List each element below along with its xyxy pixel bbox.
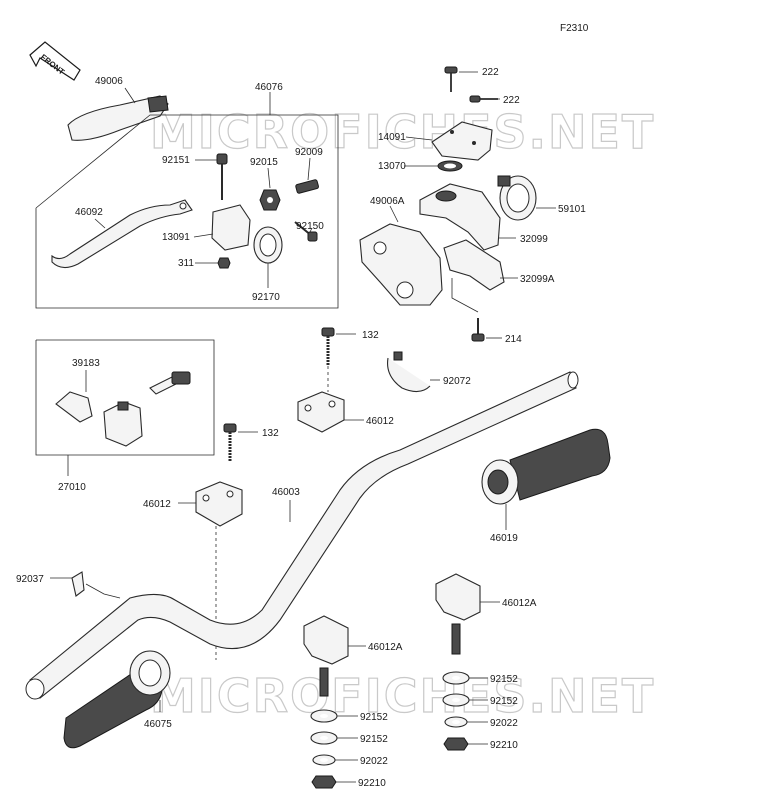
bolt-132a-part	[321, 327, 335, 366]
switch-assembly-part	[55, 371, 191, 447]
nut-92210b-part	[443, 737, 469, 751]
label-92210a: 92210	[358, 778, 386, 789]
throttle-guard-part	[359, 223, 443, 306]
label-49006: 49006	[95, 76, 123, 87]
label-49006A: 49006A	[370, 196, 405, 207]
leader-49006	[124, 87, 136, 104]
label-92037: 92037	[16, 574, 44, 585]
tie-92037-part	[71, 571, 85, 597]
riser-46012A-right-part	[435, 573, 481, 655]
label-46012Aa: 46012A	[368, 642, 403, 653]
bolt-92151-part	[216, 153, 228, 200]
lower-housing-part	[443, 239, 505, 291]
label-46012Ab: 46012A	[502, 598, 537, 609]
label-59101: 59101	[558, 204, 586, 215]
label-92015: 92015	[250, 157, 278, 168]
washer-92022b-part	[444, 716, 468, 728]
label-92170: 92170	[252, 292, 280, 303]
leader-14091	[405, 136, 433, 141]
assembly-box-27010	[35, 339, 215, 456]
label-222b: 222	[503, 95, 520, 106]
label-32099: 32099	[520, 234, 548, 245]
label-92022b: 92022	[490, 718, 518, 729]
screw-214-part	[471, 318, 485, 342]
label-46012a: 46012	[366, 416, 394, 427]
guide-92037	[85, 583, 121, 599]
bolt-132b-part	[223, 423, 237, 462]
nut-92015-part	[259, 189, 281, 211]
washer-92152b-part	[310, 731, 338, 745]
washer-92152d-part	[442, 693, 470, 707]
label-222a: 222	[482, 67, 499, 78]
label-92152d: 92152	[490, 696, 518, 707]
lever-holder-part	[211, 204, 283, 264]
leader-92015	[267, 167, 271, 189]
screw-222a-part	[444, 66, 458, 92]
left-grip-part	[63, 650, 171, 749]
label-27010: 27010	[58, 482, 86, 493]
diagram-code: F2310	[560, 23, 589, 34]
label-39183: 39183	[72, 358, 100, 369]
label-46012b: 46012	[143, 499, 171, 510]
lever-guard-part	[67, 95, 169, 141]
watermark-top: MICROFICHES.NET	[150, 105, 655, 159]
label-311: 311	[178, 258, 194, 269]
throttle-housing-part	[419, 183, 501, 251]
guide-214	[451, 278, 479, 313]
clamp-46012b-part	[195, 481, 243, 527]
clamp-ring-part	[497, 175, 537, 221]
bolt-92150-part	[294, 221, 318, 242]
label-132b: 132	[262, 428, 279, 439]
band-92072-part	[387, 351, 431, 393]
watermark-bottom: MICROFICHES.NET	[150, 669, 655, 723]
right-grip-part	[481, 428, 611, 505]
label-46092: 46092	[75, 207, 103, 218]
label-92150: 92150	[296, 221, 324, 232]
label-46075: 46075	[144, 719, 172, 730]
label-92072: 92072	[443, 376, 471, 387]
label-92152a: 92152	[360, 712, 388, 723]
label-92022a: 92022	[360, 756, 388, 767]
clamp-46012a-part	[297, 391, 345, 433]
label-92151: 92151	[162, 155, 190, 166]
label-32099A: 32099A	[520, 274, 555, 285]
washer-92152c-part	[442, 671, 470, 685]
nut-311-part	[217, 257, 231, 269]
leader-49006A	[389, 205, 399, 223]
nut-92210a-part	[311, 775, 337, 789]
washer-92152a-part	[310, 709, 338, 723]
label-92009: 92009	[295, 147, 323, 158]
riser-46012A-center-part	[303, 615, 349, 697]
label-92210b: 92210	[490, 740, 518, 751]
label-14091: 14091	[378, 132, 406, 143]
assembly-box-46076	[35, 114, 339, 309]
label-46076: 46076	[255, 82, 283, 93]
leader-92150	[309, 227, 313, 233]
label-132a: 132	[362, 330, 379, 341]
adjuster-92009-part	[295, 179, 319, 194]
label-46003: 46003	[272, 487, 300, 498]
label-13070: 13070	[378, 161, 406, 172]
washer-92022a-part	[312, 754, 336, 766]
clutch-lever-part	[51, 199, 193, 269]
label-13091: 13091	[162, 232, 190, 243]
front-arrow-icon: FRONT	[29, 41, 81, 81]
label-92152b: 92152	[360, 734, 388, 745]
handlebar-part	[25, 371, 579, 700]
label-92152c: 92152	[490, 674, 518, 685]
leader-13091	[193, 233, 214, 238]
label-46019: 46019	[490, 533, 518, 544]
leader-92009	[307, 157, 311, 181]
pulley-13070-part	[437, 160, 463, 172]
label-214: 214	[505, 334, 522, 345]
throttle-cover-part	[431, 121, 493, 161]
leader-46092	[94, 218, 106, 229]
